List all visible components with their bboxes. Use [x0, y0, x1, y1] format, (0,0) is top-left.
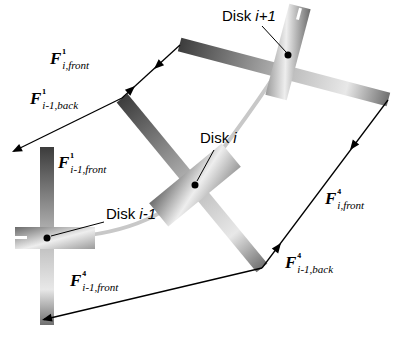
force-label: F¹i-1,back	[30, 86, 78, 111]
backbone	[55, 55, 288, 238]
force-label: F¹i-1,front	[58, 150, 106, 175]
leader-lines	[51, 26, 286, 236]
force-lines	[14, 45, 388, 320]
disk-label: Disk i	[200, 130, 237, 145]
arrowheads	[12, 59, 359, 321]
force-label: F¹i,front	[50, 46, 89, 71]
force-label: F⁴i-1,front	[70, 268, 118, 293]
disk-i-plus-1	[178, 4, 390, 107]
force-label: F⁴i-1,back	[285, 250, 333, 275]
force-label: F⁴i,front	[325, 186, 364, 211]
disk-label: Disk i-1	[106, 206, 156, 221]
disk-label: Disk i+1	[222, 8, 276, 23]
disk-i	[117, 94, 268, 273]
